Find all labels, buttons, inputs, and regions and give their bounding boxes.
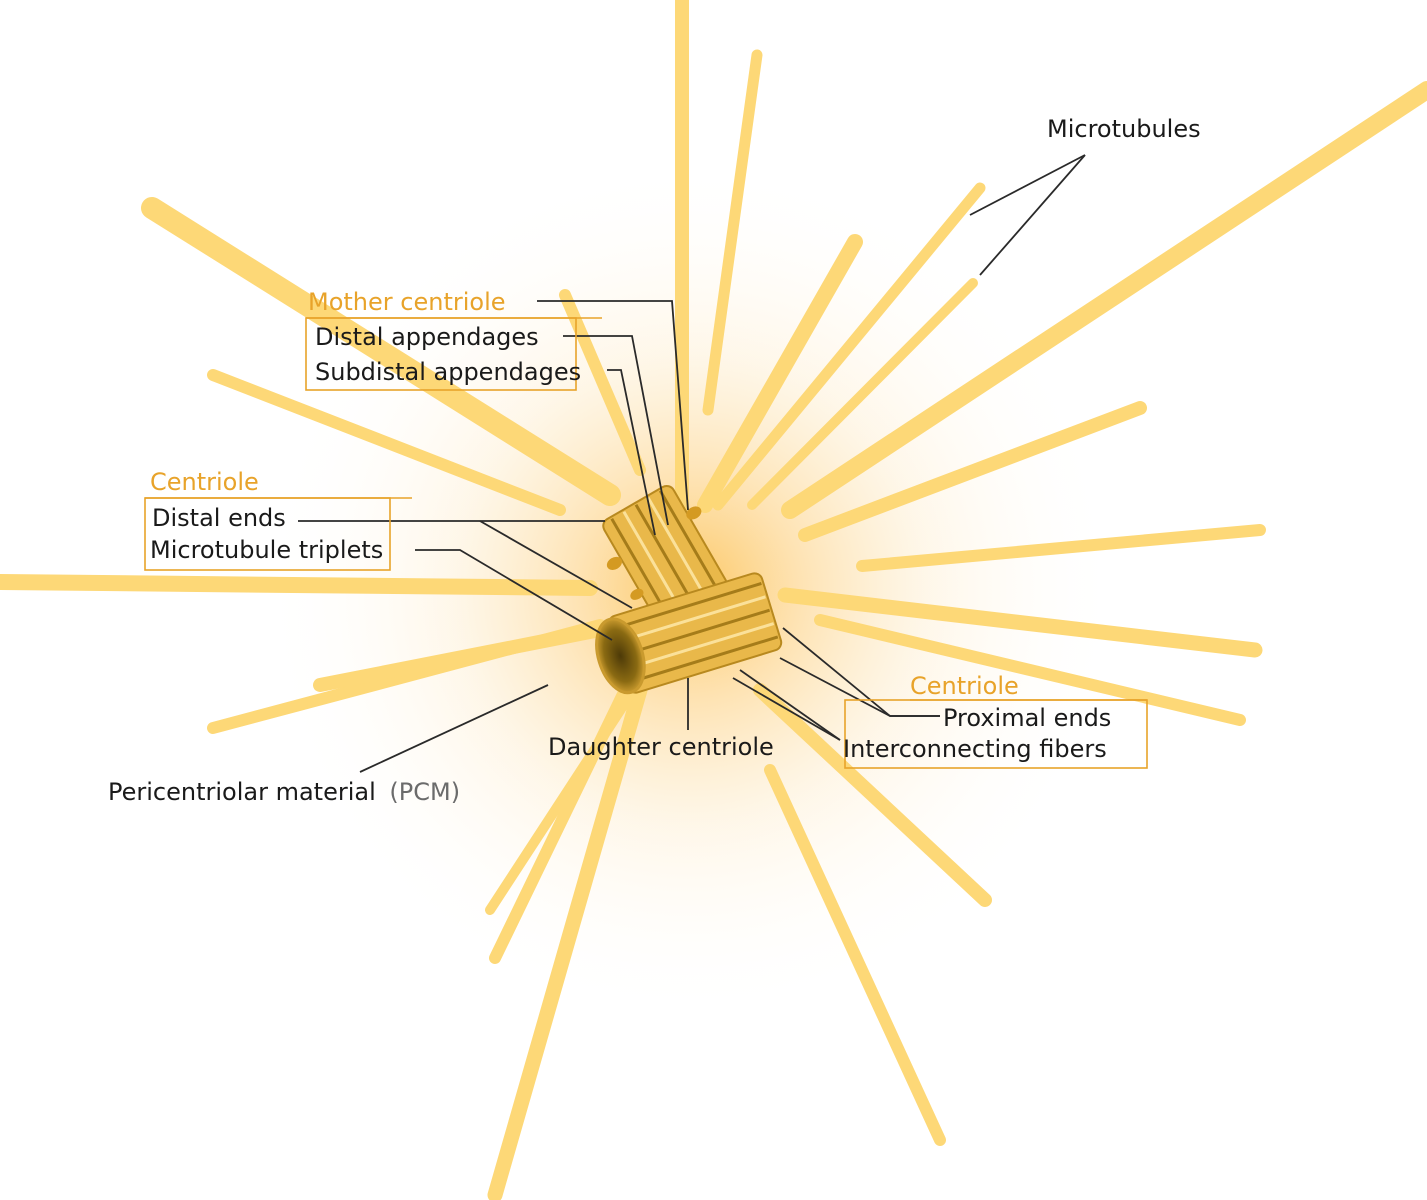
- microtubule: [781, 81, 1427, 519]
- microtubule: [747, 278, 978, 510]
- label-distal-ends: Distal ends: [152, 504, 286, 532]
- label-interconnecting-fibers: Interconnecting fibers: [843, 735, 1107, 763]
- microtubule: [313, 623, 607, 692]
- leader-lines: [298, 154, 1086, 773]
- label-distal-appendages: Distal appendages: [315, 323, 539, 351]
- appendage-knob: [606, 556, 622, 570]
- label-microtubule-triplets: Microtubule triplets: [150, 536, 383, 564]
- label-subdistal-appendages: Subdistal appendages: [315, 358, 581, 386]
- label-proximal-ends: Proximal ends: [943, 704, 1111, 732]
- microtubule: [712, 182, 986, 511]
- microtubule: [753, 683, 992, 907]
- microtubule: [559, 289, 646, 476]
- label-frames: [144, 317, 1148, 769]
- label-microtubules: Microtubules: [1047, 115, 1201, 143]
- appendage-knob: [686, 506, 702, 520]
- label-daughter-centriole: Daughter centriole: [548, 733, 774, 761]
- microtubule: [0, 574, 598, 596]
- appendage-knob: [630, 588, 644, 600]
- microtubule: [487, 682, 648, 1200]
- microtubule: [485, 675, 645, 915]
- microtubule: [697, 234, 863, 513]
- label-mother-centriole: Mother centriole: [308, 288, 506, 316]
- microtubule: [777, 587, 1263, 658]
- label-pcm-main: Pericentriolar material: [108, 778, 376, 806]
- microtubule: [141, 197, 621, 506]
- microtubule: [798, 401, 1147, 542]
- microtubule: [702, 49, 763, 416]
- label-centriole-right: Centriole: [910, 672, 1019, 700]
- microtubule: [814, 614, 1246, 726]
- microtubule: [856, 524, 1266, 572]
- microtubule: [764, 764, 946, 1146]
- microtubule: [207, 369, 566, 516]
- label-pcm-abbrev: (PCM): [389, 778, 460, 806]
- label-centriole-left: Centriole: [150, 468, 259, 496]
- label-pcm: Pericentriolar material (PCM): [108, 778, 460, 806]
- mother-centriole-body: [602, 484, 728, 626]
